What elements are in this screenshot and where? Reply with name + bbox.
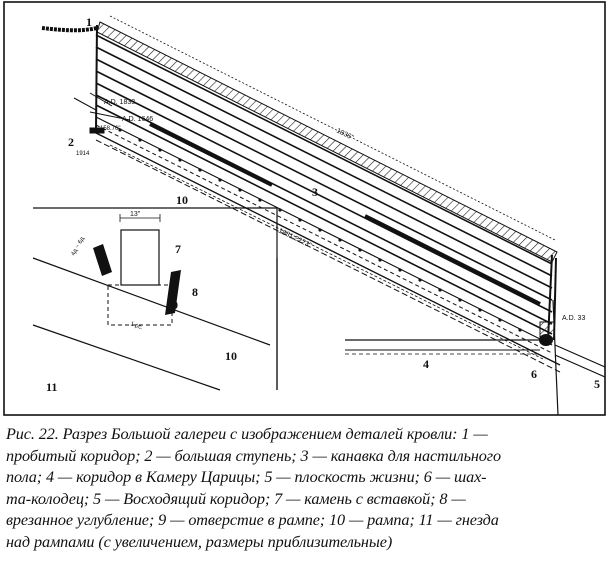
well-shaft <box>539 321 555 346</box>
annotation-1914: 1914 <box>76 151 90 157</box>
ramp-hole-dots <box>118 128 522 332</box>
caption-line: пола; 4 — коридор в Камеру Царицы; 5 — п… <box>6 468 487 486</box>
annotation-dim-top: 1836" <box>335 128 355 142</box>
label-10-main: 10 <box>176 193 188 207</box>
queens-chamber-corridor <box>345 339 540 355</box>
label-7: 7 <box>175 242 181 256</box>
ramp-lines <box>95 116 561 373</box>
annotation-dim-small: 158.76" <box>100 126 120 132</box>
groove-bars <box>149 122 541 306</box>
annotation-ad1833: A.D. 1833 <box>104 99 135 106</box>
caption-line: врезанное углубление; 9 — отверстие в ра… <box>6 511 499 529</box>
caption-line: Рис. 22. Разрез Большой галереи с изобра… <box>6 425 488 443</box>
gallery-wall-layers <box>95 34 553 335</box>
dimension-line-top <box>109 15 556 241</box>
annotation-ad33: A.D. 33 <box>562 315 585 322</box>
annotation-inset-height: 1 рс. <box>129 321 144 331</box>
roof-corbel-blocks <box>96 21 558 263</box>
gallery-end-walls <box>95 24 557 341</box>
figure-border <box>3 1 606 416</box>
forced-tunnel <box>41 26 98 33</box>
label-2: 2 <box>68 135 74 149</box>
caption-line: та-колодец; 5 — Восходящий коридор; 7 — … <box>6 489 466 508</box>
inset-detail <box>32 207 278 391</box>
label-1: 1 <box>86 15 92 29</box>
annotation-inset-width: 13" <box>130 211 141 218</box>
label-11: 11 <box>46 380 57 394</box>
label-9: 9 <box>172 298 178 312</box>
figure-caption: Рис. 22. Разрез Большой галереи с изобра… <box>6 424 606 553</box>
label-6: 6 <box>531 367 537 381</box>
annotation-ad1646: A.D. 1646 <box>122 116 153 123</box>
label-10-inset: 10 <box>225 349 237 363</box>
dimension-line-bottom <box>109 144 546 361</box>
grand-gallery-section-diagram: 1 2 3 4 5 6 7 8 9 10 10 11 A.D. 1833 A.D… <box>3 1 606 416</box>
label-5: 5 <box>594 377 600 391</box>
great-step-marker <box>73 92 131 134</box>
annotation-inset-side: 4д ~ 6д <box>71 236 87 257</box>
label-3: 3 <box>312 185 318 199</box>
caption-line: пробитый коридор; 2 — большая ступень; 3… <box>6 446 501 465</box>
label-8: 8 <box>192 285 198 299</box>
label-4: 4 <box>423 357 429 371</box>
ascending-corridor <box>552 299 606 416</box>
caption-line: над рампами (с увеличением, размеры приб… <box>6 532 393 551</box>
